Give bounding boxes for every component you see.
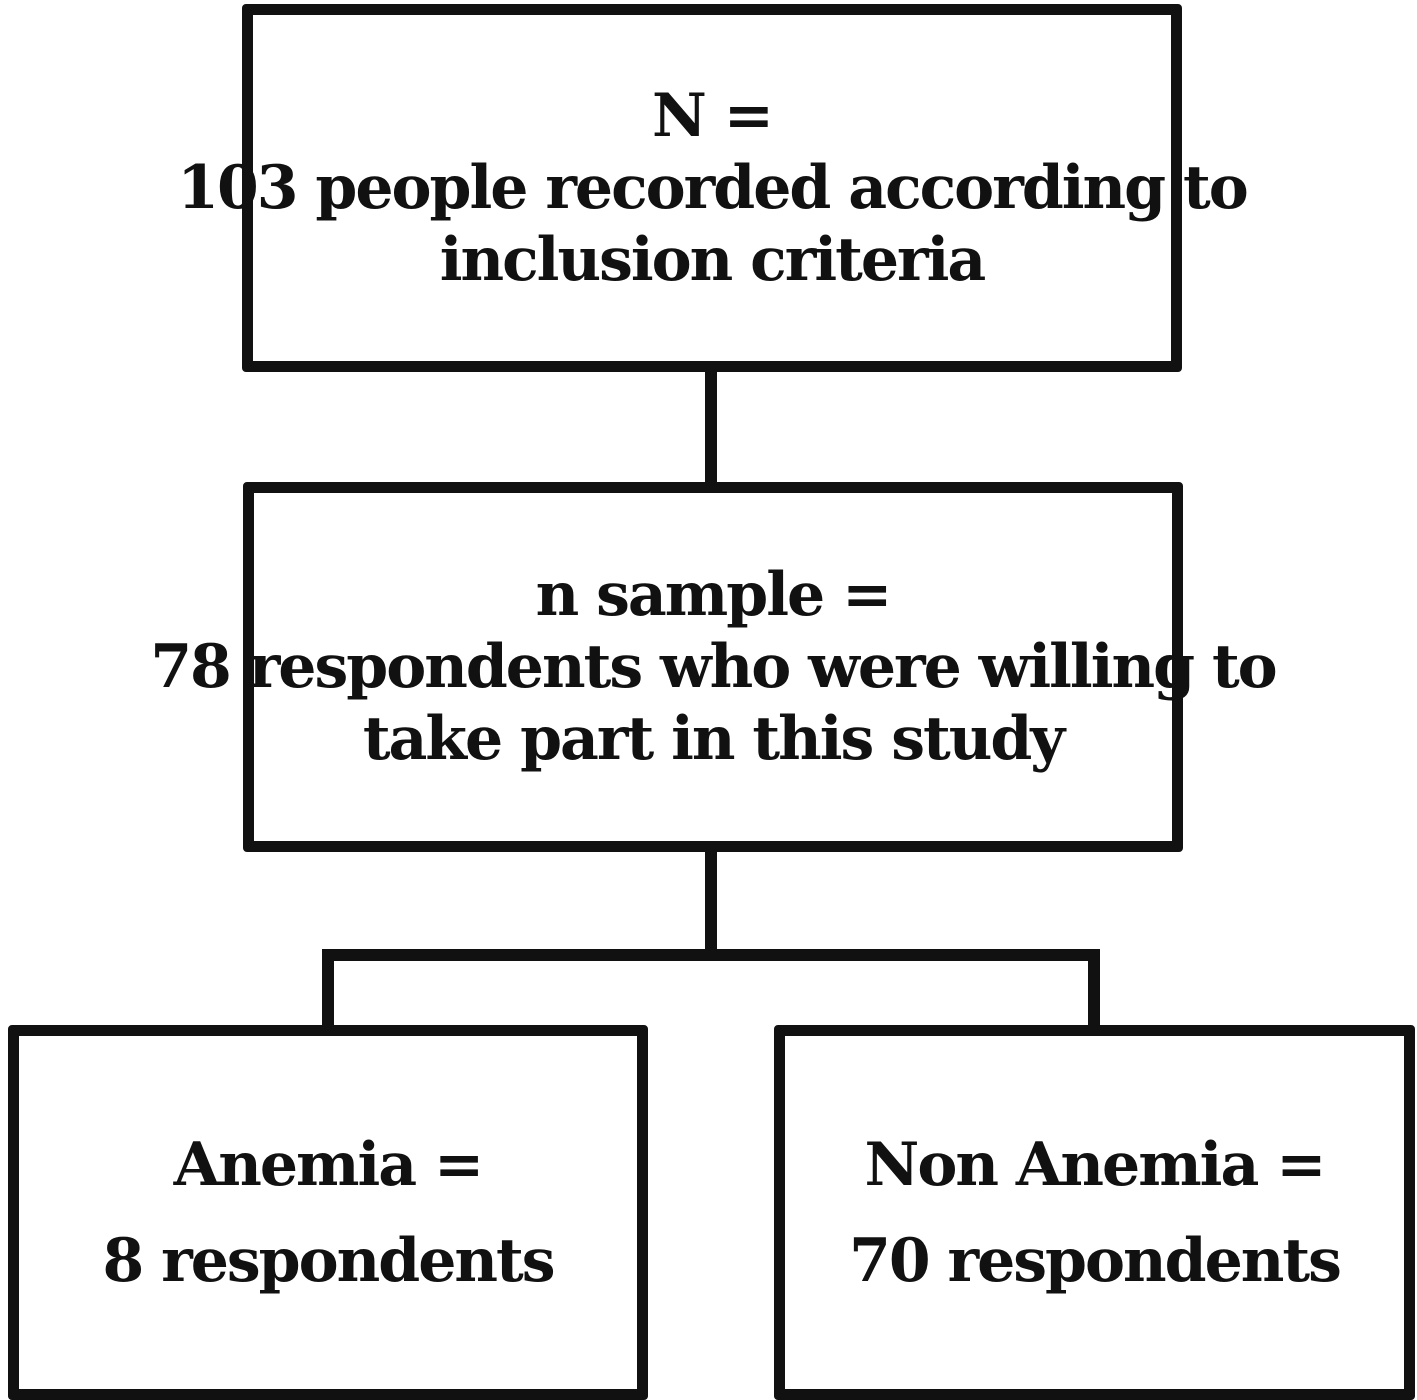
anemia-heading: Anemia = [173,1129,485,1200]
non-anemia-box: Non Anemia = 70 respondents [774,1025,1415,1400]
population-heading: N = [651,81,774,151]
sample-description: take part in this study [362,704,1065,774]
sample-count: 78 respondents who were willing to [150,632,1277,702]
non-anemia-count: 70 respondents [849,1225,1342,1296]
anemia-box: Anemia = 8 respondents [8,1025,648,1400]
anemia-count: 8 respondents [102,1225,555,1296]
connector-middle-down [705,850,717,956]
sample-heading: n sample = [535,560,893,630]
connector-top-to-middle [705,370,717,484]
population-criteria: inclusion criteria [439,225,987,295]
population-box: N = 103 people recorded according to inc… [177,4,1249,372]
connector-to-anemia [322,949,334,1029]
connector-to-non-anemia [1088,949,1100,1029]
non-anemia-heading: Non Anemia = [864,1129,1326,1200]
population-count: 103 people recorded according to [177,153,1249,223]
sample-box: n sample = 78 respondents who were willi… [150,482,1278,852]
connector-horizontal-split [322,949,1100,961]
